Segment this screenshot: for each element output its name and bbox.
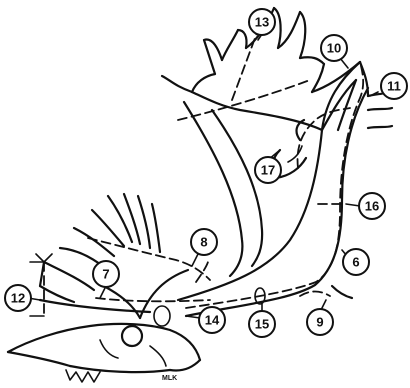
svg-text:14: 14 [205,313,220,328]
svg-text:9: 9 [316,315,323,330]
svg-text:17: 17 [261,163,275,178]
svg-text:11: 11 [387,79,401,94]
callout-7: 7 [93,261,119,287]
callout-9: 9 [307,309,333,335]
callout-8: 8 [191,229,217,255]
svg-text:6: 6 [352,255,359,270]
callout-14: 14 [199,307,225,333]
svg-text:8: 8 [200,235,207,250]
svg-text:7: 7 [102,267,109,282]
svg-text:13: 13 [255,15,269,30]
callout-leaders [28,34,378,318]
callout-13: 13 [249,9,275,35]
callout-10: 10 [321,35,347,61]
callout-11: 11 [381,73,407,99]
callout-15: 15 [249,311,275,337]
callout-12: 12 [5,285,31,311]
artist-signature: MLK [162,375,177,382]
callout-6: 6 [343,249,369,275]
svg-text:10: 10 [327,41,341,56]
svg-text:12: 12 [11,291,25,306]
svg-text:15: 15 [255,317,269,332]
skull [8,324,200,382]
callout-16: 16 [359,193,385,219]
callout-17: 17 [255,157,281,183]
circumference-markers [30,254,265,326]
svg-text:16: 16 [365,199,379,214]
